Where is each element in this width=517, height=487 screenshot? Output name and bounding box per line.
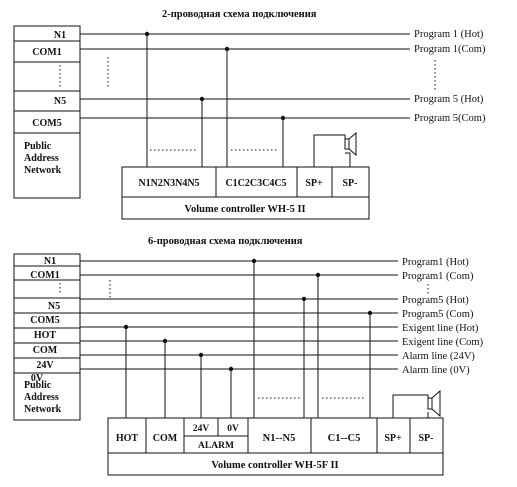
- d1-program-5-com: Program 5(Com): [414, 113, 486, 124]
- d2-label-hot: HOT: [34, 330, 57, 341]
- d2-exigent-hot: Exigent line (Hot): [402, 323, 479, 334]
- d2-network-line-1: Public: [24, 380, 52, 391]
- d2-terminal-sp-minus: SP-: [419, 433, 434, 444]
- d2-program-1-com: Program1 (Com): [402, 271, 474, 282]
- d2-terminal-com: COM: [153, 433, 178, 444]
- d1-network-panel: [13, 25, 81, 199]
- d1-terminal-sp-plus: SP+: [305, 178, 323, 189]
- d1-network-line-2: Address: [24, 153, 59, 164]
- d2-title: 6-проводная схема подключения: [148, 236, 303, 247]
- d1-controller: [121, 166, 370, 220]
- d2-terminal-c: C1--C5: [328, 433, 361, 444]
- speaker-icon: [344, 131, 357, 157]
- d2-network-panel: [13, 253, 81, 421]
- d1-program-1-com: Program 1(Com): [414, 44, 486, 55]
- d2-controller: [107, 417, 444, 476]
- d2-alarm-24v: Alarm line (24V): [402, 351, 475, 362]
- d2-network-line-3: Network: [24, 404, 62, 415]
- d1-network-line-1: Public: [24, 141, 52, 152]
- d2-program-5-hot: Program5 (Hot): [402, 295, 469, 306]
- d2-terminal-alarm: ALARM: [198, 441, 234, 451]
- d2-label-24v: 24V: [36, 360, 54, 371]
- d1-program-1-hot: Program 1 (Hot): [414, 29, 484, 40]
- d2-alarm-0v: Alarm line (0V): [402, 365, 470, 376]
- d2-program-1-hot: Program1 (Hot): [402, 257, 469, 268]
- d1-label-n5: N5: [54, 96, 66, 107]
- d1-controller-label: Volume controller WH-5 II: [184, 204, 305, 215]
- d2-terminal-24v: 24V: [193, 424, 210, 434]
- d2-label-n1: N1: [44, 256, 56, 267]
- speaker-icon: [427, 389, 441, 418]
- junction-dots: [123, 31, 373, 372]
- d2-controller-label: Volume controller WH-5F II: [211, 460, 338, 471]
- d1-label-n1: N1: [54, 30, 66, 41]
- d2-label-com: COM: [33, 345, 58, 356]
- d2-terminal-sp-plus: SP+: [384, 433, 402, 444]
- d1-title: 2-проводная схема подключения: [162, 9, 317, 20]
- d2-network-line-2: Address: [24, 392, 59, 403]
- d2-exigent-com: Exigent line (Com): [402, 337, 484, 348]
- d2-terminal-0v: 0V: [227, 424, 239, 434]
- d2-program-5-com: Program5 (Com): [402, 309, 474, 320]
- d1-program-5-hot: Program 5 (Hot): [414, 94, 484, 105]
- d2-label-com1: COM1: [30, 270, 59, 281]
- d2-terminal-hot: HOT: [116, 433, 139, 444]
- d2-label-com5: COM5: [30, 315, 59, 326]
- d1-terminal-c: C1C2C3C4C5: [225, 178, 286, 189]
- d1-label-com5: COM5: [32, 118, 61, 129]
- d2-label-0v: 0V: [31, 373, 44, 384]
- d1-label-com1: COM1: [32, 47, 61, 58]
- d1-terminal-sp-minus: SP-: [343, 178, 358, 189]
- d2-terminal-n: N1--N5: [263, 433, 296, 444]
- d1-terminal-n: N1N2N3N4N5: [138, 178, 199, 189]
- d1-network-line-3: Network: [24, 165, 62, 176]
- d2-label-n5: N5: [48, 301, 60, 312]
